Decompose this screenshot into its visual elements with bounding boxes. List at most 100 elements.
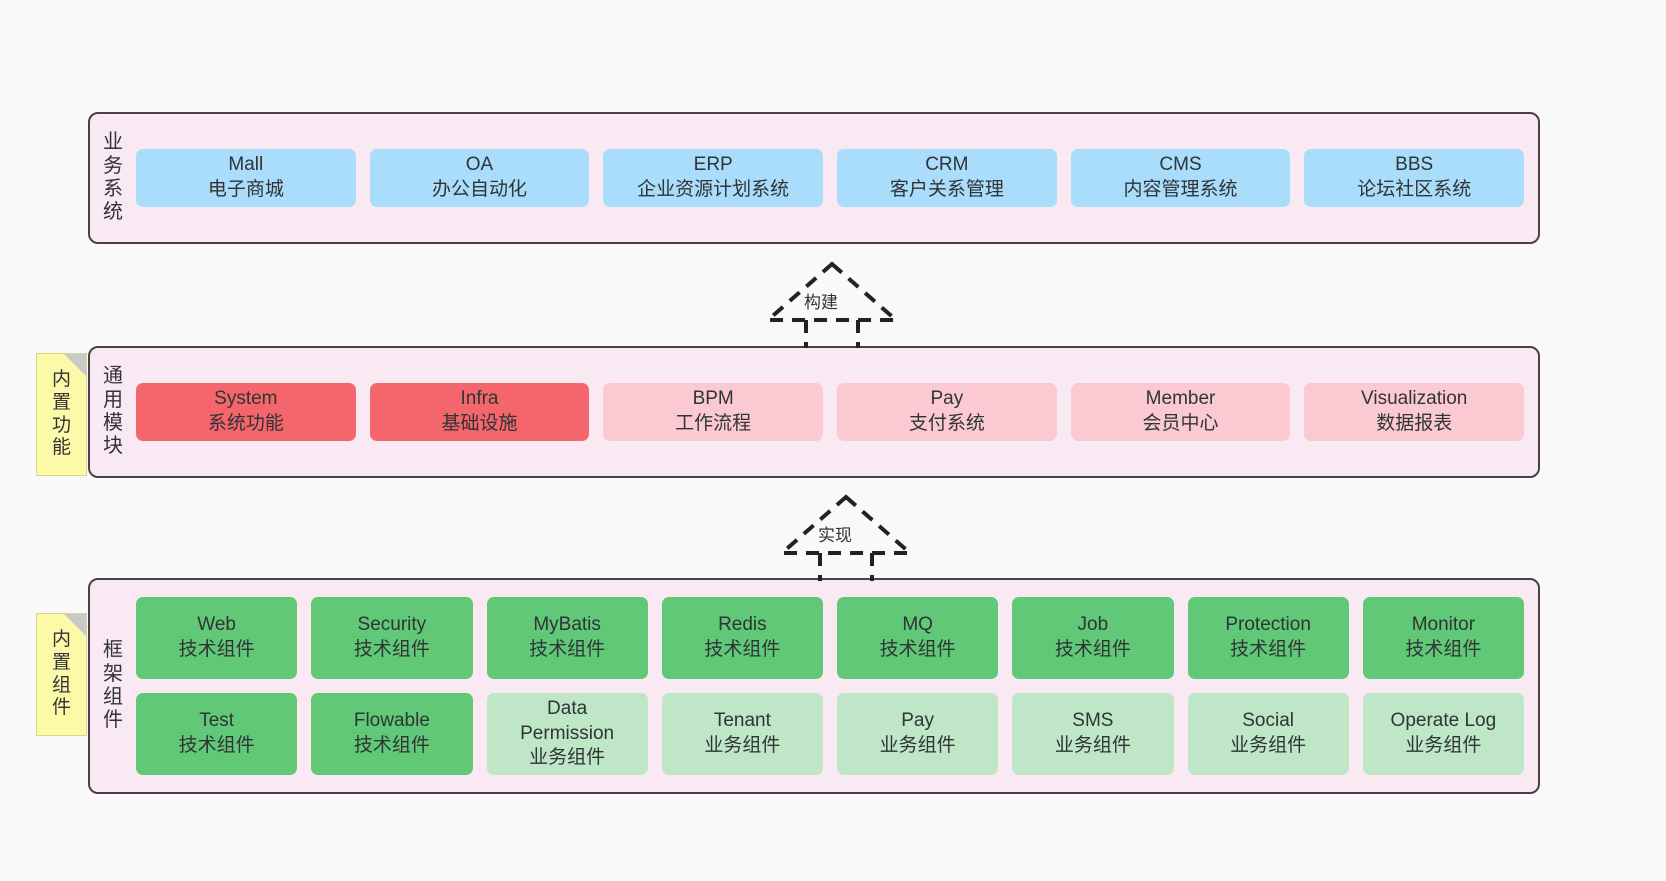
node-subtitle: 技术组件 bbox=[353, 639, 430, 660]
layer-caption-common-modules: 通 用 模 块 bbox=[90, 348, 136, 476]
caption-char: 块 bbox=[103, 435, 123, 458]
node-title: Member bbox=[1145, 388, 1216, 410]
node-title: BPM bbox=[692, 388, 734, 410]
node-subtitle: 办公自动化 bbox=[432, 179, 528, 200]
note-builtin-component: 内 置 组 件 bbox=[36, 613, 87, 736]
node-erp[interactable]: ERP 企业资源计划系统 bbox=[603, 149, 824, 207]
connector-build-label: 构建 bbox=[804, 293, 838, 312]
node-title: Test bbox=[199, 710, 235, 732]
node-subtitle: 技术组件 bbox=[879, 639, 956, 660]
node-subtitle: 业务组件 bbox=[704, 735, 781, 756]
generalization-arrow-icon bbox=[762, 261, 902, 348]
node-flowable[interactable]: Flowable 技术组件 bbox=[311, 693, 473, 775]
caption-char: 框 bbox=[103, 639, 123, 662]
node-title: CMS bbox=[1159, 154, 1202, 176]
node-title: Data Permission bbox=[520, 697, 615, 744]
node-subtitle: 数据报表 bbox=[1376, 413, 1453, 434]
caption-char: 通 bbox=[103, 365, 123, 388]
layer-body-business-systems: Mall 电子商城 OA 办公自动化 ERP 企业资源计划系统 CRM 客户关系… bbox=[136, 114, 1538, 242]
node-pay-component[interactable]: Pay 业务组件 bbox=[837, 693, 999, 775]
node-subtitle: 业务组件 bbox=[1054, 735, 1131, 756]
node-member[interactable]: Member 会员中心 bbox=[1070, 383, 1291, 441]
caption-char: 统 bbox=[103, 201, 123, 224]
node-title: ERP bbox=[693, 154, 733, 176]
node-subtitle: 工作流程 bbox=[675, 413, 752, 434]
connector-implement: 实现 bbox=[766, 491, 926, 581]
layer-common-modules: 通 用 模 块 System 系统功能 Infra 基础设施 BPM 工作流程 bbox=[88, 346, 1540, 478]
node-subtitle: 技术组件 bbox=[704, 639, 781, 660]
node-subtitle: 技术组件 bbox=[1405, 639, 1482, 660]
node-title: Tenant bbox=[713, 710, 771, 732]
node-cms[interactable]: CMS 内容管理系统 bbox=[1070, 149, 1291, 207]
note-builtin-function: 内 置 功 能 bbox=[36, 353, 87, 476]
node-web[interactable]: Web 技术组件 bbox=[136, 597, 298, 679]
node-title: Security bbox=[357, 614, 427, 636]
node-social[interactable]: Social 业务组件 bbox=[1187, 693, 1349, 775]
node-subtitle: 技术组件 bbox=[178, 735, 255, 756]
node-title: System bbox=[214, 388, 278, 410]
layer-framework-components: 框 架 组 件 Web 技术组件 Security 技术组件 MyBatis 技… bbox=[88, 578, 1540, 794]
node-mybatis[interactable]: MyBatis 技术组件 bbox=[486, 597, 648, 679]
node-title: Pay bbox=[901, 710, 934, 732]
node-title: Social bbox=[1242, 710, 1294, 732]
node-title: Protection bbox=[1225, 614, 1311, 636]
node-subtitle: 业务组件 bbox=[879, 735, 956, 756]
node-sms[interactable]: SMS 业务组件 bbox=[1012, 693, 1174, 775]
caption-char: 业 bbox=[103, 131, 123, 154]
node-title: Job bbox=[1077, 614, 1109, 636]
node-bpm[interactable]: BPM 工作流程 bbox=[603, 383, 824, 441]
note-char: 能 bbox=[51, 437, 71, 459]
node-bbs[interactable]: BBS 论坛社区系统 bbox=[1304, 149, 1525, 207]
node-visualization[interactable]: Visualization 数据报表 bbox=[1304, 383, 1525, 441]
node-row: Test 技术组件 Flowable 技术组件 Data Permission … bbox=[136, 693, 1524, 775]
node-monitor[interactable]: Monitor 技术组件 bbox=[1362, 597, 1524, 679]
connector-implement-label: 实现 bbox=[818, 526, 852, 545]
note-char: 件 bbox=[51, 697, 71, 719]
node-title: CRM bbox=[925, 154, 969, 176]
node-tenant[interactable]: Tenant 业务组件 bbox=[661, 693, 823, 775]
node-subtitle: 论坛社区系统 bbox=[1357, 179, 1472, 200]
node-job[interactable]: Job 技术组件 bbox=[1012, 597, 1174, 679]
node-system[interactable]: System 系统功能 bbox=[136, 383, 356, 441]
node-subtitle: 支付系统 bbox=[908, 413, 985, 434]
note-fold-icon bbox=[64, 354, 86, 376]
node-row: Web 技术组件 Security 技术组件 MyBatis 技术组件 Redi… bbox=[136, 597, 1524, 679]
node-subtitle: 技术组件 bbox=[1230, 639, 1307, 660]
connector-build: 构建 bbox=[752, 258, 912, 348]
node-crm[interactable]: CRM 客户关系管理 bbox=[837, 149, 1057, 207]
generalization-arrow-icon bbox=[776, 494, 916, 581]
node-title: Pay bbox=[930, 388, 964, 410]
node-title: BBS bbox=[1395, 154, 1434, 176]
node-title: Visualization bbox=[1361, 388, 1468, 410]
node-operate-log[interactable]: Operate Log 业务组件 bbox=[1362, 693, 1524, 775]
node-title: Web bbox=[197, 614, 236, 636]
node-infra[interactable]: Infra 基础设施 bbox=[369, 383, 590, 441]
node-subtitle: 客户关系管理 bbox=[889, 179, 1004, 200]
node-subtitle: 技术组件 bbox=[529, 639, 606, 660]
node-mall[interactable]: Mall 电子商城 bbox=[136, 149, 356, 207]
node-title: Redis bbox=[718, 614, 767, 636]
node-security[interactable]: Security 技术组件 bbox=[311, 597, 473, 679]
caption-char: 件 bbox=[103, 709, 123, 732]
node-title: Monitor bbox=[1411, 614, 1476, 636]
node-data-permission[interactable]: Data Permission 业务组件 bbox=[486, 693, 648, 775]
node-subtitle: 技术组件 bbox=[353, 735, 430, 756]
node-subtitle: 企业资源计划系统 bbox=[637, 179, 790, 200]
node-pay-module[interactable]: Pay 支付系统 bbox=[837, 383, 1057, 441]
caption-char: 系 bbox=[103, 178, 123, 200]
node-test[interactable]: Test 技术组件 bbox=[136, 693, 298, 775]
node-row: Mall 电子商城 OA 办公自动化 ERP 企业资源计划系统 CRM 客户关系… bbox=[136, 149, 1525, 207]
node-title: MyBatis bbox=[533, 614, 601, 636]
node-title: Mall bbox=[228, 154, 264, 176]
node-protection[interactable]: Protection 技术组件 bbox=[1187, 597, 1349, 679]
caption-char: 组 bbox=[103, 686, 123, 708]
layer-caption-business-systems: 业 务 系 统 bbox=[90, 114, 136, 242]
note-char: 组 bbox=[51, 674, 71, 696]
node-mq[interactable]: MQ 技术组件 bbox=[837, 597, 999, 679]
node-oa[interactable]: OA 办公自动化 bbox=[369, 149, 590, 207]
node-subtitle: 技术组件 bbox=[178, 639, 255, 660]
node-subtitle: 系统功能 bbox=[207, 413, 284, 434]
node-subtitle: 业务组件 bbox=[1230, 735, 1307, 756]
node-redis[interactable]: Redis 技术组件 bbox=[661, 597, 823, 679]
